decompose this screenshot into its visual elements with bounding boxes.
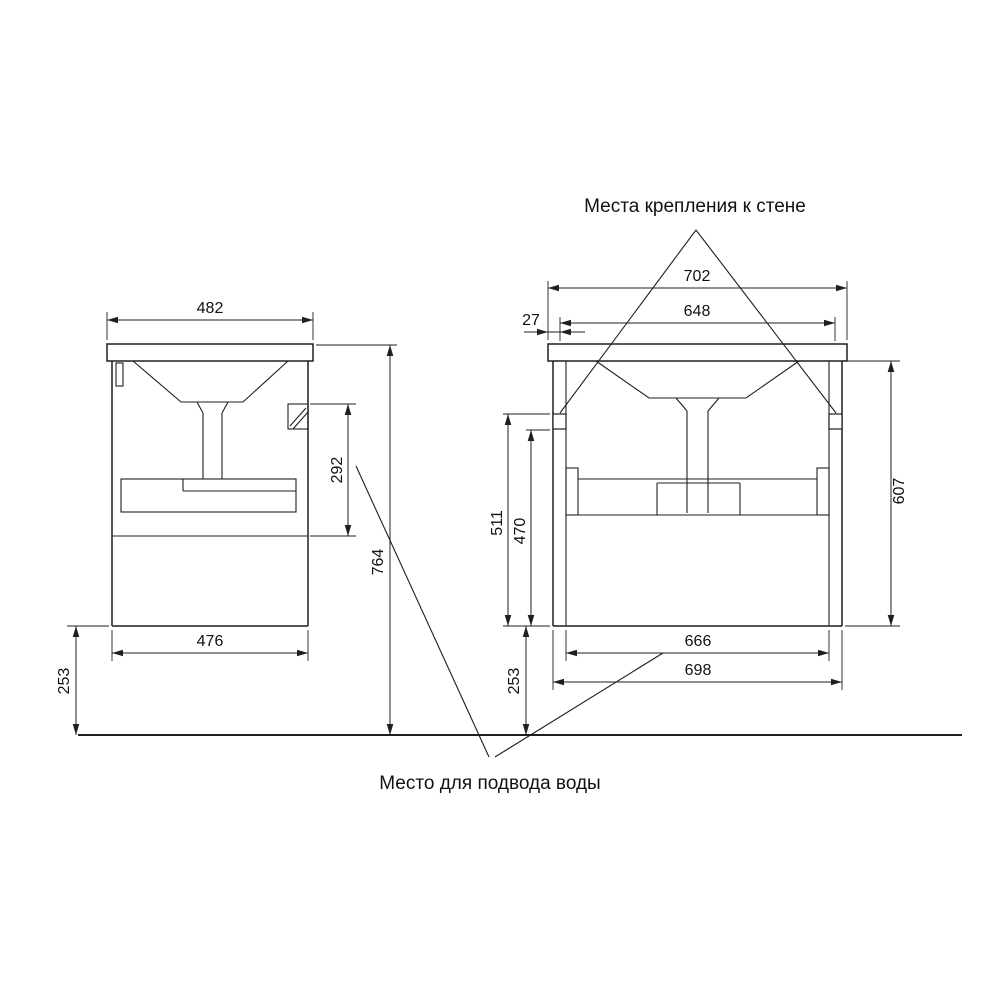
dim-front-body-height-text: 607 bbox=[891, 478, 908, 505]
dim-front-top-width: 702 bbox=[547, 268, 848, 340]
dim-front-mount-height: 511 bbox=[489, 413, 550, 627]
front-basin bbox=[595, 360, 800, 399]
dim-side-body-width-text: 476 bbox=[197, 633, 224, 650]
dim-front-mount-height-text: 511 bbox=[489, 510, 506, 536]
dim-front-body-width-text: 698 bbox=[685, 662, 712, 679]
dim-side-floor-clearance: 253 bbox=[56, 625, 109, 735]
side-basin bbox=[132, 360, 289, 403]
side-view bbox=[106, 343, 314, 627]
dim-front-inner-width-text: 666 bbox=[685, 633, 712, 650]
front-drawer-center-cutout bbox=[656, 482, 741, 515]
dim-side-floor-clearance-text: 253 bbox=[56, 668, 73, 695]
water-supply-pointer bbox=[355, 465, 664, 758]
dim-front-body-height: 607 bbox=[845, 360, 908, 627]
front-right-drawer-slide bbox=[816, 467, 830, 516]
front-view bbox=[547, 343, 848, 627]
dim-side-body-width: 476 bbox=[111, 630, 309, 661]
dim-side-total-height: 764 bbox=[316, 344, 397, 735]
dim-front-floor-clearance: 253 bbox=[506, 626, 530, 735]
side-wall-rail bbox=[115, 362, 124, 387]
side-bracket-hatch bbox=[289, 407, 309, 430]
wall-mounting-label: Места крепления к стене bbox=[584, 196, 806, 217]
dim-side-drawer-zone-height: 292 bbox=[310, 403, 356, 537]
front-left-mount-point bbox=[552, 413, 567, 430]
dim-side-total-height-text: 764 bbox=[370, 549, 387, 576]
dim-front-floor-clearance-text: 253 bbox=[506, 668, 523, 695]
pointer-line bbox=[494, 652, 664, 758]
dim-side-top-width: 482 bbox=[106, 300, 314, 340]
dim-side-drawer-zone-height-text: 292 bbox=[329, 457, 346, 484]
wall-mount-pointer bbox=[559, 229, 837, 414]
pointer-line bbox=[559, 229, 697, 414]
dim-front-inner-height-text: 470 bbox=[512, 518, 529, 545]
dim-front-mount-spacing-text: 648 bbox=[684, 303, 711, 320]
dim-side-top-width-text: 482 bbox=[197, 300, 224, 317]
pointer-line bbox=[355, 465, 490, 758]
dim-front-inner-width: 666 bbox=[565, 630, 830, 661]
front-right-mount-point bbox=[828, 413, 843, 430]
water-supply-label: Место для подвода воды bbox=[379, 773, 600, 794]
front-drain-pipe bbox=[686, 411, 709, 513]
dim-front-body-width: 698 bbox=[552, 630, 843, 690]
front-countertop bbox=[547, 343, 848, 362]
dim-front-mount-spacing: 648 bbox=[559, 303, 836, 341]
side-mount-bracket bbox=[287, 403, 309, 430]
dim-front-mount-offset: 27 bbox=[522, 312, 585, 336]
front-drain-funnel bbox=[675, 397, 720, 412]
dim-front-mount-offset-text: 27 bbox=[522, 312, 540, 329]
front-left-drawer-slide bbox=[565, 467, 579, 516]
side-drawer-box bbox=[120, 478, 297, 513]
dim-front-inner-height: 470 bbox=[512, 429, 550, 626]
side-drain-pipe bbox=[196, 401, 229, 479]
dim-front-top-width-text: 702 bbox=[684, 268, 711, 285]
side-countertop bbox=[106, 343, 314, 362]
pointer-line bbox=[695, 229, 837, 414]
